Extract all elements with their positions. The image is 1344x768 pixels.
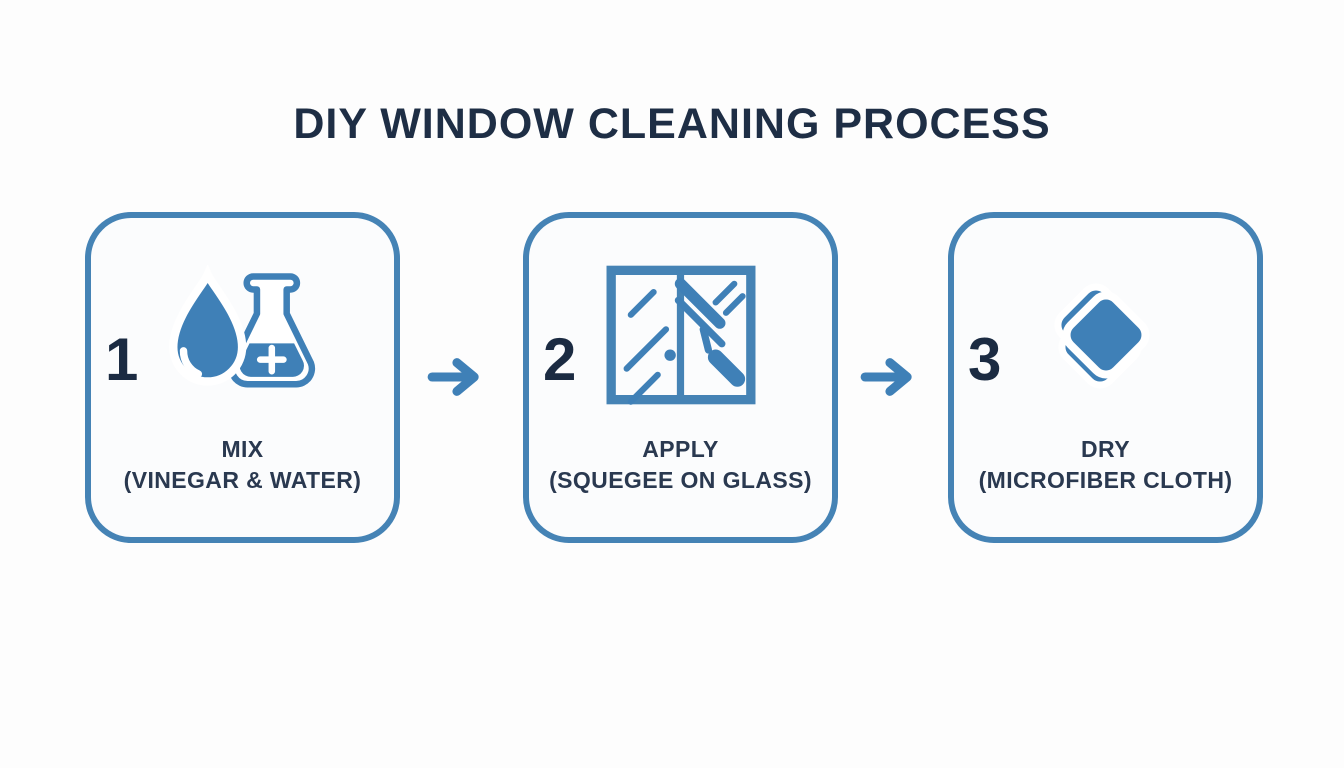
step-label: DRY <box>1081 436 1130 462</box>
step-card-mix: 1 MIX (VINEGAR & WATER) <box>85 212 400 543</box>
step-number: 3 <box>968 326 1002 393</box>
step-sublabel: (SQUEGEE ON GLASS) <box>549 467 812 493</box>
step-caption: DRY (MICROFIBER CLOTH) <box>954 434 1257 496</box>
window-squeegee-icon <box>601 262 761 407</box>
step-sublabel: (MICROFIBER CLOTH) <box>978 467 1233 493</box>
step-sublabel: (VINEGAR & WATER) <box>123 467 362 493</box>
step-card-dry: 3 DRY (MICROFIBER CLOTH) <box>948 212 1263 543</box>
step-caption: MIX (VINEGAR & WATER) <box>91 434 394 496</box>
step-number: 2 <box>543 326 577 393</box>
right-arrow-icon <box>427 356 485 398</box>
step-caption: APPLY (SQUEGEE ON GLASS) <box>529 434 832 496</box>
droplet-flask-icon <box>163 262 323 407</box>
step-label: MIX <box>221 436 264 462</box>
microfiber-cloth-icon <box>1026 262 1186 407</box>
right-arrow-icon <box>860 356 918 398</box>
page-title: DIY WINDOW CLEANING PROCESS <box>293 100 1051 148</box>
step-label: APPLY <box>642 436 719 462</box>
step-number: 1 <box>105 326 139 393</box>
step-card-apply: 2 <box>523 212 838 543</box>
